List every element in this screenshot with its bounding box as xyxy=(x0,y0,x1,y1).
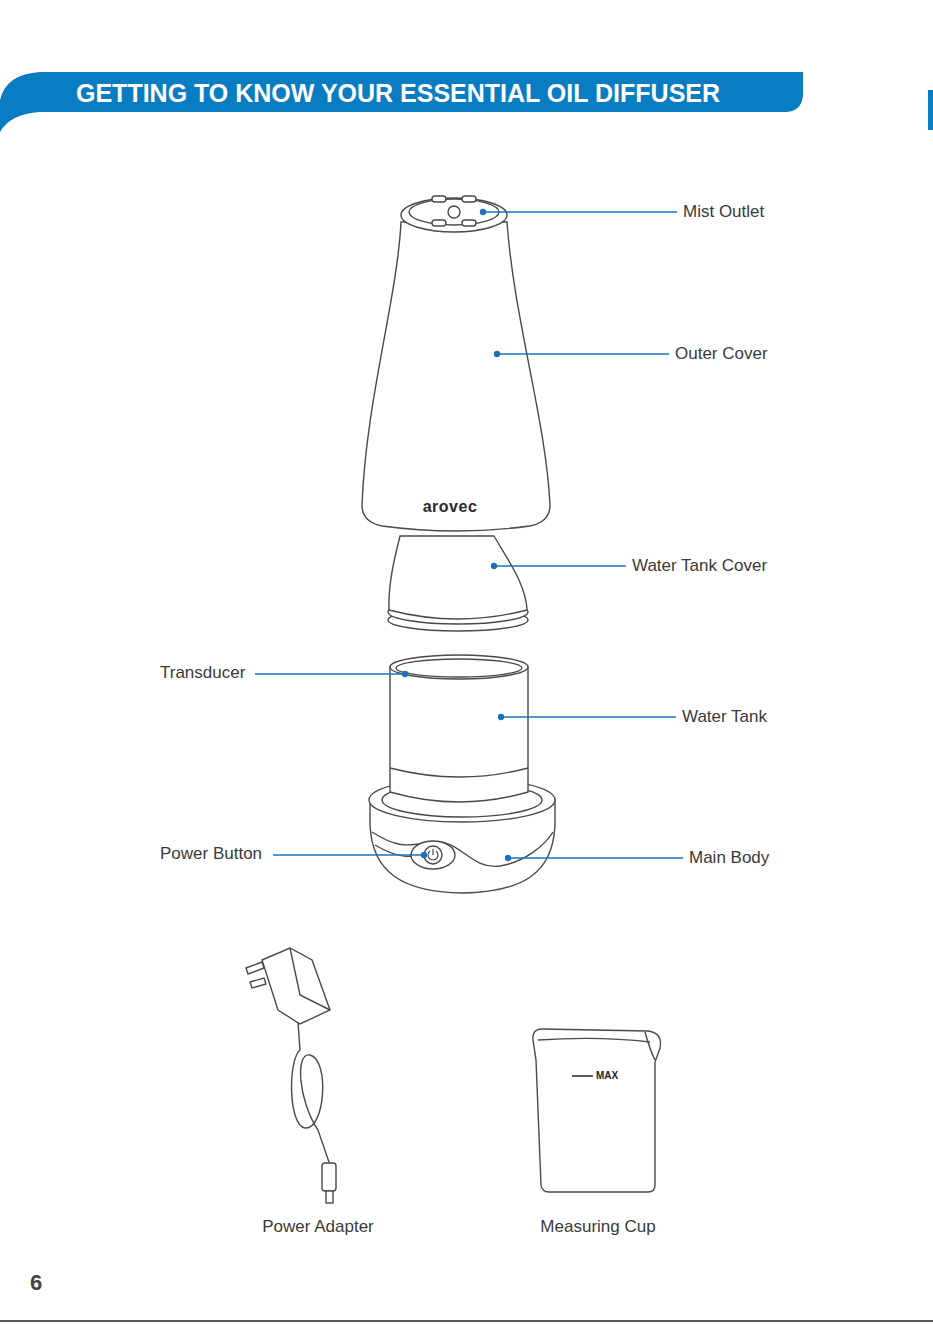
dc-tip xyxy=(326,1191,333,1203)
outer-cover-top xyxy=(401,198,507,232)
leader-line xyxy=(273,854,424,855)
outlet-slot xyxy=(462,220,476,226)
accessory-label: Power Adapter xyxy=(262,1217,374,1237)
outlet-slot xyxy=(462,196,476,202)
adapter-pins xyxy=(246,962,266,988)
footer-rule xyxy=(0,1320,933,1322)
mist-outlet xyxy=(448,206,460,218)
leader-line xyxy=(255,673,405,674)
water-tank-cover xyxy=(389,536,527,619)
leader-line xyxy=(497,353,669,354)
main-body-band xyxy=(372,832,553,866)
leader-dot xyxy=(506,856,511,861)
leader-line xyxy=(501,716,676,717)
leader-line xyxy=(508,857,683,858)
max-mark xyxy=(572,1075,593,1077)
part-label: Outer Cover xyxy=(675,344,768,364)
part-label: Water Tank xyxy=(682,707,767,727)
max-mark-text: MAX xyxy=(596,1070,618,1082)
accessory-label: Measuring Cup xyxy=(540,1217,655,1237)
water-tank-rim xyxy=(390,655,528,679)
leader-dot xyxy=(499,715,504,720)
tank-step xyxy=(390,768,528,777)
leader-dot xyxy=(495,352,500,357)
outer-cover-top-inner xyxy=(409,199,499,225)
water-tank-inner xyxy=(396,659,522,677)
outlet-slot xyxy=(432,196,446,202)
part-label: Power Button xyxy=(160,844,262,864)
leader-line xyxy=(494,565,626,566)
power-adapter xyxy=(262,948,330,1024)
edge-tab xyxy=(928,90,933,130)
leader-dot xyxy=(422,853,427,858)
dc-plug xyxy=(322,1163,336,1191)
measuring-cup xyxy=(533,1029,661,1192)
leader-dot xyxy=(481,210,486,215)
part-label: Mist Outlet xyxy=(683,202,764,222)
power-icon xyxy=(428,849,438,860)
page-title: GETTING TO KNOW YOUR ESSENTIAL OIL DIFFU… xyxy=(76,78,720,108)
cup-rim xyxy=(538,1038,650,1042)
part-label: Water Tank Cover xyxy=(632,556,767,576)
leader-line xyxy=(483,211,677,212)
water-tank xyxy=(390,667,528,802)
page-number: 6 xyxy=(30,1270,42,1296)
part-label: Transducer xyxy=(160,663,245,683)
adapter-cable xyxy=(292,1022,330,1165)
cup-spout xyxy=(645,1032,655,1060)
outer-cover xyxy=(362,222,550,531)
outlet-slot xyxy=(432,220,446,226)
adapter-face xyxy=(290,948,330,1010)
leader-dot xyxy=(403,672,408,677)
part-label: Main Body xyxy=(689,848,769,868)
brand-logo: arovec xyxy=(423,497,478,516)
title-band xyxy=(0,72,803,132)
leader-dot xyxy=(492,564,497,569)
